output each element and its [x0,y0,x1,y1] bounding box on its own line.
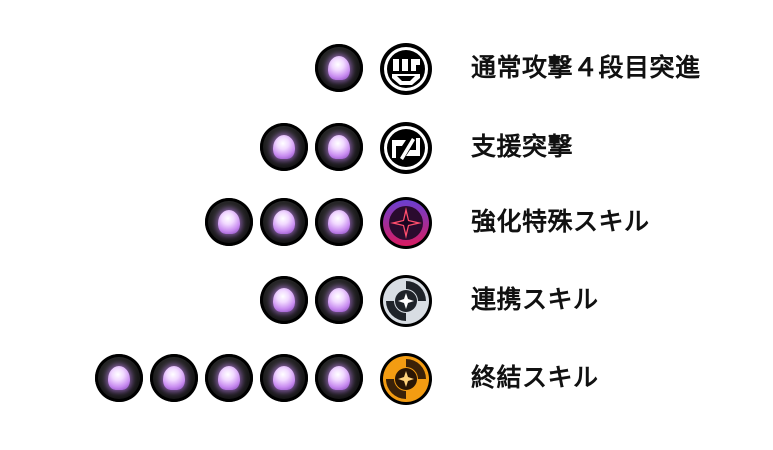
energy-orb-icon [315,354,363,402]
energy-orb-icon [260,198,308,246]
energy-orb-icon [260,276,308,324]
cost-orbs [205,198,363,246]
cost-orbs [260,123,363,171]
skill-row-ex-special: 強化特殊スキル [0,190,773,254]
skill-row-basic-attack: 通常攻撃４段目突進 [0,36,773,100]
skill-label: 強化特殊スキル [471,207,650,236]
chain-skill-icon [380,275,432,327]
skill-label: 連携スキル [471,285,599,314]
skill-label: 支援突撃 [471,132,574,161]
assist-attack-icon [380,122,432,174]
cost-orbs [315,44,363,92]
finisher-skill-icon [380,353,432,405]
ex-special-skill-icon [380,197,432,249]
skill-row-assist-attack: 支援突撃 [0,115,773,179]
cost-orbs [260,276,363,324]
energy-orb-icon [95,354,143,402]
energy-orb-icon [315,44,363,92]
energy-orb-icon [205,198,253,246]
energy-orb-icon [315,123,363,171]
skill-label: 通常攻撃４段目突進 [471,53,701,82]
energy-orb-icon [205,354,253,402]
energy-orb-icon [260,123,308,171]
energy-orb-icon [315,276,363,324]
skill-row-chain: 連携スキル [0,268,773,332]
skill-label: 終結スキル [471,363,599,392]
energy-orb-icon [150,354,198,402]
skill-row-finisher: 終結スキル [0,346,773,410]
basic-attack-icon [380,43,432,95]
energy-orb-icon [260,354,308,402]
energy-orb-icon [315,198,363,246]
cost-orbs [95,354,363,402]
